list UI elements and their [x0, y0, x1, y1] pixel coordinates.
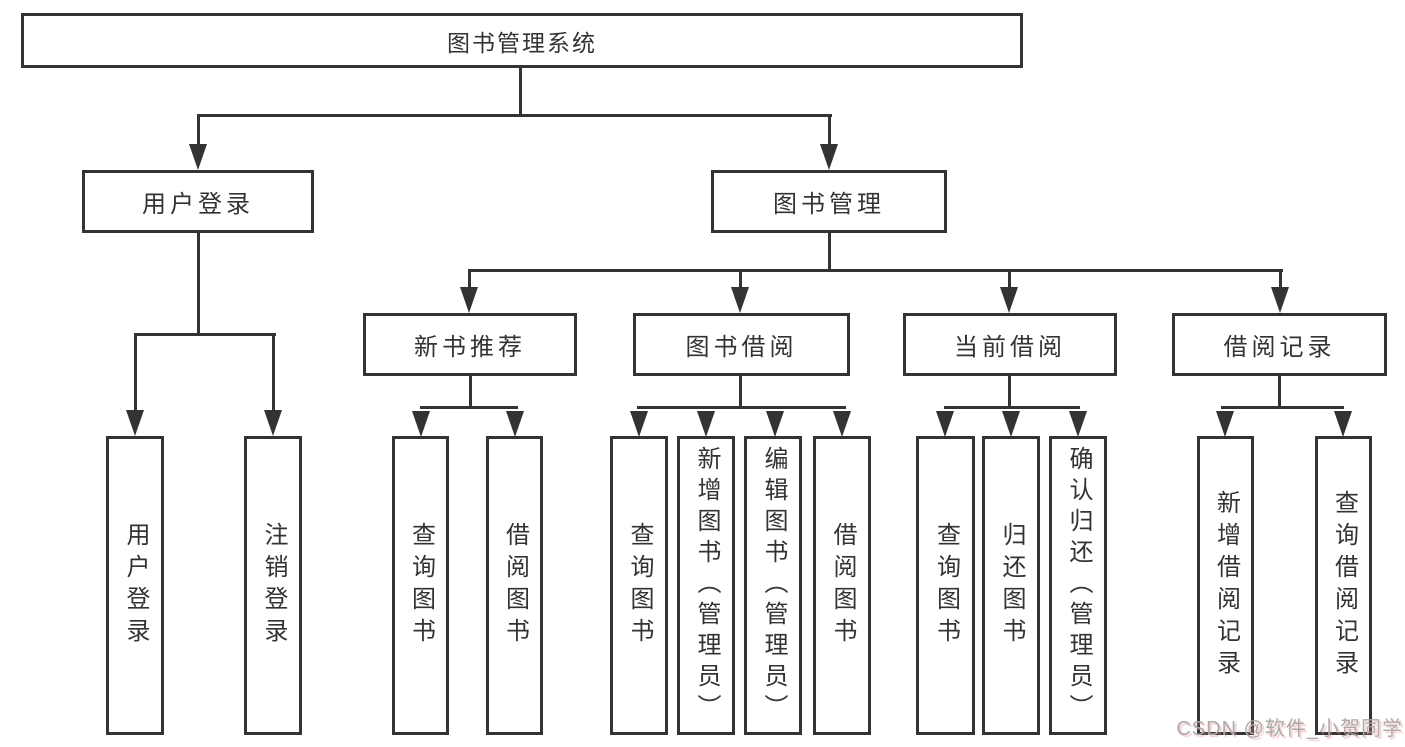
arrowhead-down [1271, 287, 1289, 313]
connector-branch [944, 406, 1080, 409]
arrowhead-down [412, 411, 430, 437]
connector-shaft [134, 333, 137, 413]
leaf-add-books-admin: 新增图书（管理员） [677, 436, 735, 735]
node-new-book-recommendation: 新书推荐 [363, 313, 577, 376]
leaf-add-books-admin-label: 新增图书（管理员） [693, 446, 720, 725]
leaf-return-books-label: 归还图书 [998, 521, 1025, 650]
leaf-query-books-borrowing: 查询图书 [610, 436, 668, 735]
arrowhead-down [766, 411, 784, 437]
connector-stub [1278, 376, 1281, 408]
arrowhead-down [697, 411, 715, 437]
connector-user-login-stub [197, 233, 200, 335]
node-current-borrowing-label: 当前借阅 [954, 334, 1066, 361]
leaf-query-books-current: 查询图书 [916, 436, 975, 735]
leaf-borrow-books-label: 借阅图书 [829, 521, 856, 650]
leaf-logout-label: 注销登录 [260, 521, 287, 650]
connector-shaft [1008, 269, 1011, 291]
connector-root-stub [519, 68, 522, 116]
arrowhead-down [1069, 411, 1087, 437]
leaf-add-borrow-record: 新增借阅记录 [1197, 436, 1254, 735]
node-library-system-label: 图书管理系统 [447, 29, 597, 56]
arrowhead-down [1002, 411, 1020, 437]
connector-shaft [468, 269, 471, 291]
leaf-borrow-books: 借阅图书 [813, 436, 871, 735]
connector-shaft [272, 333, 275, 413]
node-book-management-label: 图书管理 [773, 191, 885, 218]
connector-shaft [197, 114, 200, 147]
node-user-login-label: 用户登录 [142, 191, 254, 218]
leaf-confirm-return-admin: 确认归还（管理员） [1049, 436, 1107, 735]
connector-stub [739, 376, 742, 408]
arrowhead-down [1000, 287, 1018, 313]
node-book-borrowing-label: 图书借阅 [685, 334, 798, 361]
connector-stub [1008, 376, 1011, 408]
connector-branch [420, 406, 518, 409]
leaf-edit-books-admin: 编辑图书（管理员） [744, 436, 802, 735]
connector-branch [1221, 406, 1344, 409]
connector-book-management-branch [468, 269, 1283, 272]
leaf-query-books-current-label: 查询图书 [932, 521, 960, 650]
leaf-return-books: 归还图书 [982, 436, 1040, 735]
leaf-query-borrow-record-label: 查询借阅记录 [1330, 489, 1358, 682]
leaf-user-login: 用户登录 [106, 436, 164, 735]
node-borrowing-records: 借阅记录 [1172, 313, 1387, 376]
leaf-query-borrow-record: 查询借阅记录 [1315, 436, 1372, 735]
arrowhead-down [936, 411, 954, 437]
csdn-watermark: CSDN @软件_小贺同学 [1176, 718, 1403, 740]
node-library-system: 图书管理系统 [21, 13, 1023, 68]
arrowhead-down [1334, 411, 1352, 437]
connector-shaft [739, 269, 742, 291]
connector-book-management-stub [828, 233, 831, 271]
node-book-management: 图书管理 [711, 170, 947, 233]
node-borrowing-records-label: 借阅记录 [1223, 334, 1336, 361]
connector-stub [469, 376, 472, 408]
arrowhead-down [820, 144, 838, 170]
node-current-borrowing: 当前借阅 [903, 313, 1117, 376]
node-user-login: 用户登录 [82, 170, 314, 233]
arrowhead-down [460, 287, 478, 313]
leaf-add-borrow-record-label: 新增借阅记录 [1212, 489, 1240, 682]
leaf-query-books-recommend: 查询图书 [392, 436, 449, 735]
connector-shaft [828, 114, 831, 147]
connector-user-login-branch [134, 333, 276, 336]
arrowhead-down [1216, 411, 1234, 437]
connector-branch [637, 406, 846, 409]
arrowhead-down [506, 411, 524, 437]
arrowhead-down [731, 287, 749, 313]
leaf-user-login-label: 用户登录 [122, 521, 149, 650]
leaf-edit-books-admin-label: 编辑图书（管理员） [760, 446, 787, 725]
leaf-logout: 注销登录 [244, 436, 302, 735]
node-book-borrowing: 图书借阅 [633, 313, 850, 376]
arrowhead-down [630, 411, 648, 437]
arrowhead-down [189, 144, 207, 170]
leaf-query-books-recommend-label: 查询图书 [407, 521, 435, 650]
connector-shaft [1279, 269, 1282, 291]
connector-root-branch [197, 114, 832, 117]
leaf-query-books-borrowing-label: 查询图书 [626, 521, 653, 650]
leaf-borrow-books-recommend: 借阅图书 [486, 436, 543, 735]
leaf-confirm-return-admin-label: 确认归还（管理员） [1065, 446, 1092, 725]
arrowhead-down [264, 410, 282, 436]
arrowhead-down [126, 410, 144, 436]
arrowhead-down [833, 411, 851, 437]
leaf-borrow-books-recommend-label: 借阅图书 [501, 521, 529, 650]
node-new-book-recommendation-label: 新书推荐 [414, 334, 526, 361]
